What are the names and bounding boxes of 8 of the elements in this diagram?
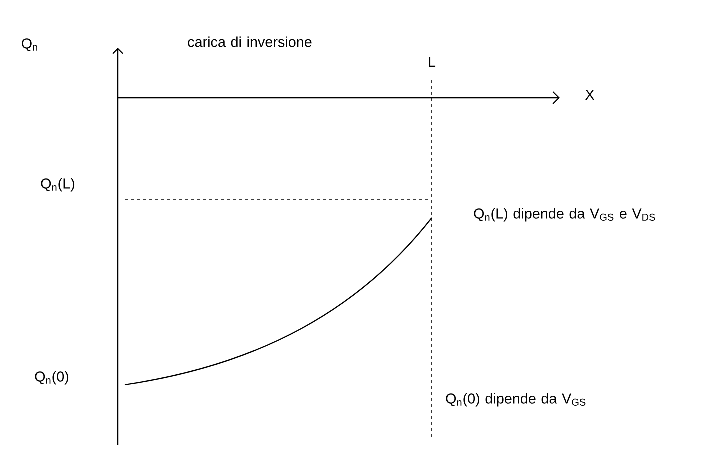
tick-label: Q$_{n}$(L) [41, 178, 75, 192]
axis-label: L [429, 57, 436, 67]
axis-label: X [586, 90, 594, 100]
axis-label: Q$_{n}$ [22, 38, 38, 52]
tick-label: Q$_{n}$(0) [35, 371, 69, 385]
annotation: Q$_{n}$(L) dipende da V$_{GS}$ e V$_{DS}$ [474, 208, 656, 222]
axis-title: carica di inversione [188, 36, 312, 48]
annotation: Q$_{n}$(0) dipende da V$_{GS}$ [446, 393, 586, 407]
